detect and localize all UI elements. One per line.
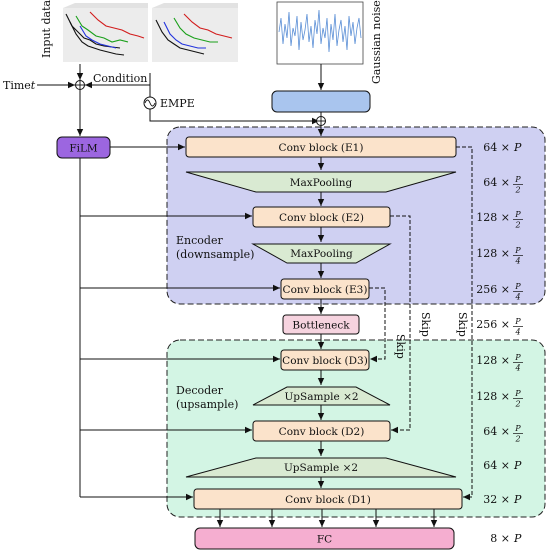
fc-label: FC — [317, 534, 332, 546]
svg-text:2: 2 — [514, 435, 520, 444]
input-data-plot-1 — [63, 3, 148, 62]
maxpool-1-label: MaxPooling — [290, 177, 353, 189]
conv-block-e1-label: Conv block (E1) — [279, 142, 364, 154]
svg-text:P: P — [514, 317, 521, 326]
svg-text:64 ×: 64 × — [483, 176, 510, 189]
svg-text:4: 4 — [514, 328, 520, 337]
svg-text:P: P — [514, 210, 521, 219]
maxpool-2 — [251, 243, 392, 264]
conv-block-d3 — [280, 349, 370, 371]
upsample-2-label: UpSample ×2 — [284, 462, 358, 474]
svg-text:32 ×: 32 × — [483, 493, 510, 506]
conv-block-e3-label: Conv block (E3) — [283, 284, 368, 296]
svg-text:64 ×: 64 × — [483, 141, 510, 154]
svg-text:2: 2 — [514, 400, 520, 409]
svg-text:P: P — [514, 175, 521, 184]
svg-text:P: P — [514, 389, 521, 398]
dim-label-bn: 256 × P 4 — [476, 317, 523, 337]
svg-text:128 ×: 128 × — [476, 211, 510, 224]
skip-e2-d2 — [390, 215, 411, 434]
svg-text:P: P — [514, 246, 521, 255]
svg-text:P: P — [513, 141, 522, 154]
svg-text:256 ×: 256 × — [476, 283, 510, 296]
svg-text:2: 2 — [514, 186, 520, 195]
time-sum-node — [75, 80, 85, 90]
dim-label-up1: 128 × P 2 — [476, 389, 523, 409]
dim-label-d1: 32 ×P — [483, 493, 522, 506]
svg-text:128 ×: 128 × — [476, 247, 510, 260]
embedding-block — [271, 90, 371, 113]
input-data-label: Input data — [40, 0, 53, 58]
conv-block-d2-label: Conv block (D2) — [279, 426, 365, 438]
time-label: Timet — [3, 79, 36, 92]
svg-text:4: 4 — [514, 257, 520, 266]
svg-text:4: 4 — [514, 293, 520, 302]
svg-text:P: P — [513, 493, 522, 506]
upsample-1 — [252, 386, 391, 406]
conv-block-e3 — [280, 278, 370, 300]
decoder-label: Decoder(upsample) — [176, 384, 238, 411]
svg-text:P: P — [514, 282, 521, 291]
gaussian-noise-plot — [276, 1, 364, 65]
upsample-1-label: UpSample ×2 — [284, 391, 358, 403]
skip-e3-d3 — [369, 287, 386, 363]
conv-block-d1 — [193, 488, 463, 510]
bottleneck-label: Bottleneck — [292, 320, 350, 332]
maxpool-2-label: MaxPooling — [290, 248, 353, 260]
dim-label-d2: 64 × P 2 — [483, 424, 523, 444]
svg-text:256 ×: 256 × — [476, 318, 510, 331]
dim-label-mp1: 64 × P 2 — [483, 175, 523, 195]
svg-text:P: P — [513, 532, 522, 545]
dim-label-e3: 256 × P 4 — [476, 282, 523, 302]
fc-block — [194, 527, 455, 550]
encoder-label: Encoder(downsample) — [176, 234, 254, 261]
skip-label-e1: Skip — [456, 312, 469, 337]
skip-label-e2: Skip — [419, 312, 432, 337]
dim-label-e1: 64 ×P — [483, 141, 522, 154]
dim-label-mp2: 128 × P 4 — [476, 246, 523, 266]
svg-text:4: 4 — [514, 364, 520, 373]
svg-text:P: P — [514, 353, 521, 362]
empe-label: EMPE — [160, 97, 195, 110]
gaussian-noise-label: Gaussian noise — [370, 0, 383, 84]
skip-label-e3: Skip — [394, 334, 407, 359]
svg-text:P: P — [514, 424, 521, 433]
film-label: FiLM — [69, 143, 98, 155]
dim-label-d3: 128 × P 4 — [476, 353, 523, 373]
svg-text:128 ×: 128 × — [476, 390, 510, 403]
conv-block-d1-label: Conv block (D1) — [285, 494, 371, 506]
conv-block-d3-label: Conv block (D3) — [282, 355, 368, 367]
svg-text:P: P — [513, 459, 522, 472]
upsample-2 — [185, 457, 457, 478]
condition-label: Condition — [93, 72, 147, 85]
dim-label-fc: 8 ×P — [490, 532, 522, 545]
noise-signal — [278, 9, 362, 53]
input-data-plot-2 — [152, 3, 238, 62]
skip-e1-d1 — [456, 146, 473, 501]
dim-label-up2: 64 ×P — [483, 459, 522, 472]
maxpool-1 — [185, 171, 457, 193]
empe-icon — [143, 96, 157, 110]
svg-text:2: 2 — [514, 221, 520, 230]
svg-text:8 ×: 8 × — [490, 532, 510, 545]
svg-text:128 ×: 128 × — [476, 354, 510, 367]
conv-block-e2-label: Conv block (E2) — [279, 212, 364, 224]
dim-label-e2: 128 × P 2 — [476, 210, 523, 230]
svg-text:64 ×: 64 × — [483, 459, 510, 472]
svg-text:64 ×: 64 × — [483, 425, 510, 438]
embedding-sum-node — [316, 116, 326, 126]
